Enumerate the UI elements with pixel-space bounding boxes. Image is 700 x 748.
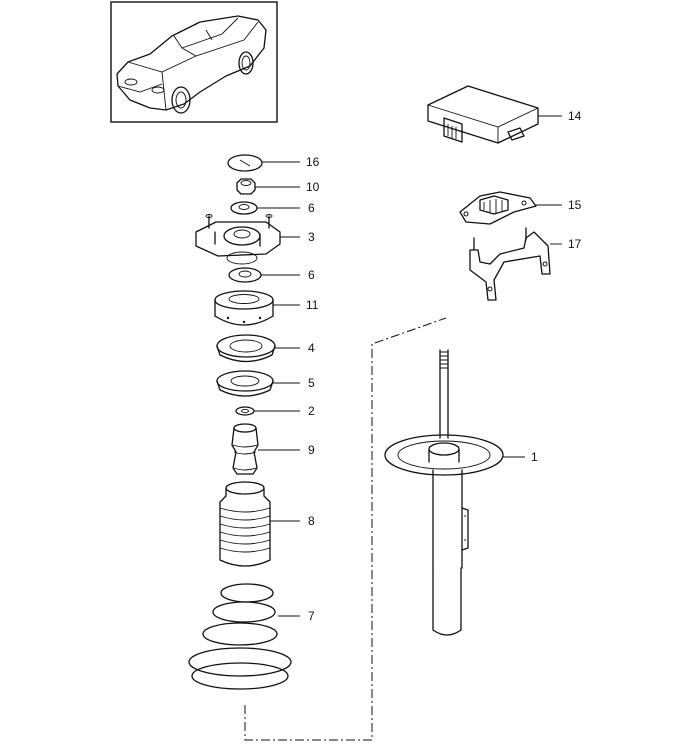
washer-lower: 6 xyxy=(228,267,315,283)
sensor: 15 xyxy=(459,191,582,225)
bump-stop-washer: 2 xyxy=(235,404,315,418)
callout-16: 15 xyxy=(568,198,582,212)
car-outline-icon xyxy=(116,15,267,114)
callout-14: 14 xyxy=(568,109,582,123)
control-unit: 14 xyxy=(427,85,582,144)
callout-5: 5 xyxy=(308,376,315,390)
bracket: 17 xyxy=(469,227,582,301)
strut-mount: 3 xyxy=(195,214,315,265)
callout-3: 3 xyxy=(308,230,315,244)
callout-6-lower: 6 xyxy=(308,268,315,282)
upper-spring-pad: 5 xyxy=(216,370,315,397)
callout-11: 11 xyxy=(306,298,319,312)
callout-7: 7 xyxy=(308,609,315,623)
bump-stop: 9 xyxy=(231,423,315,475)
strut: 1 xyxy=(384,349,538,636)
callout-1: 1 xyxy=(531,450,538,464)
coil-spring: 7 xyxy=(188,583,315,690)
cap: 16 xyxy=(227,154,320,172)
callout-9: 9 xyxy=(308,443,315,457)
lower-spring-pad: 4 xyxy=(216,334,315,363)
washer-upper: 6 xyxy=(230,201,315,215)
callout-2: 2 xyxy=(308,404,315,418)
protective-boot: 8 xyxy=(219,481,315,567)
callout-10: 10 xyxy=(306,180,320,194)
support-bearing: 11 xyxy=(214,290,319,326)
callout-6-upper: 6 xyxy=(308,201,315,215)
callout-8: 8 xyxy=(308,514,315,528)
assembly-line xyxy=(244,317,447,741)
callout-15: 16 xyxy=(306,155,320,169)
nut: 10 xyxy=(236,178,320,195)
callout-17: 17 xyxy=(568,237,582,251)
callout-4: 4 xyxy=(308,341,315,355)
vehicle-thumbnail xyxy=(110,1,278,123)
